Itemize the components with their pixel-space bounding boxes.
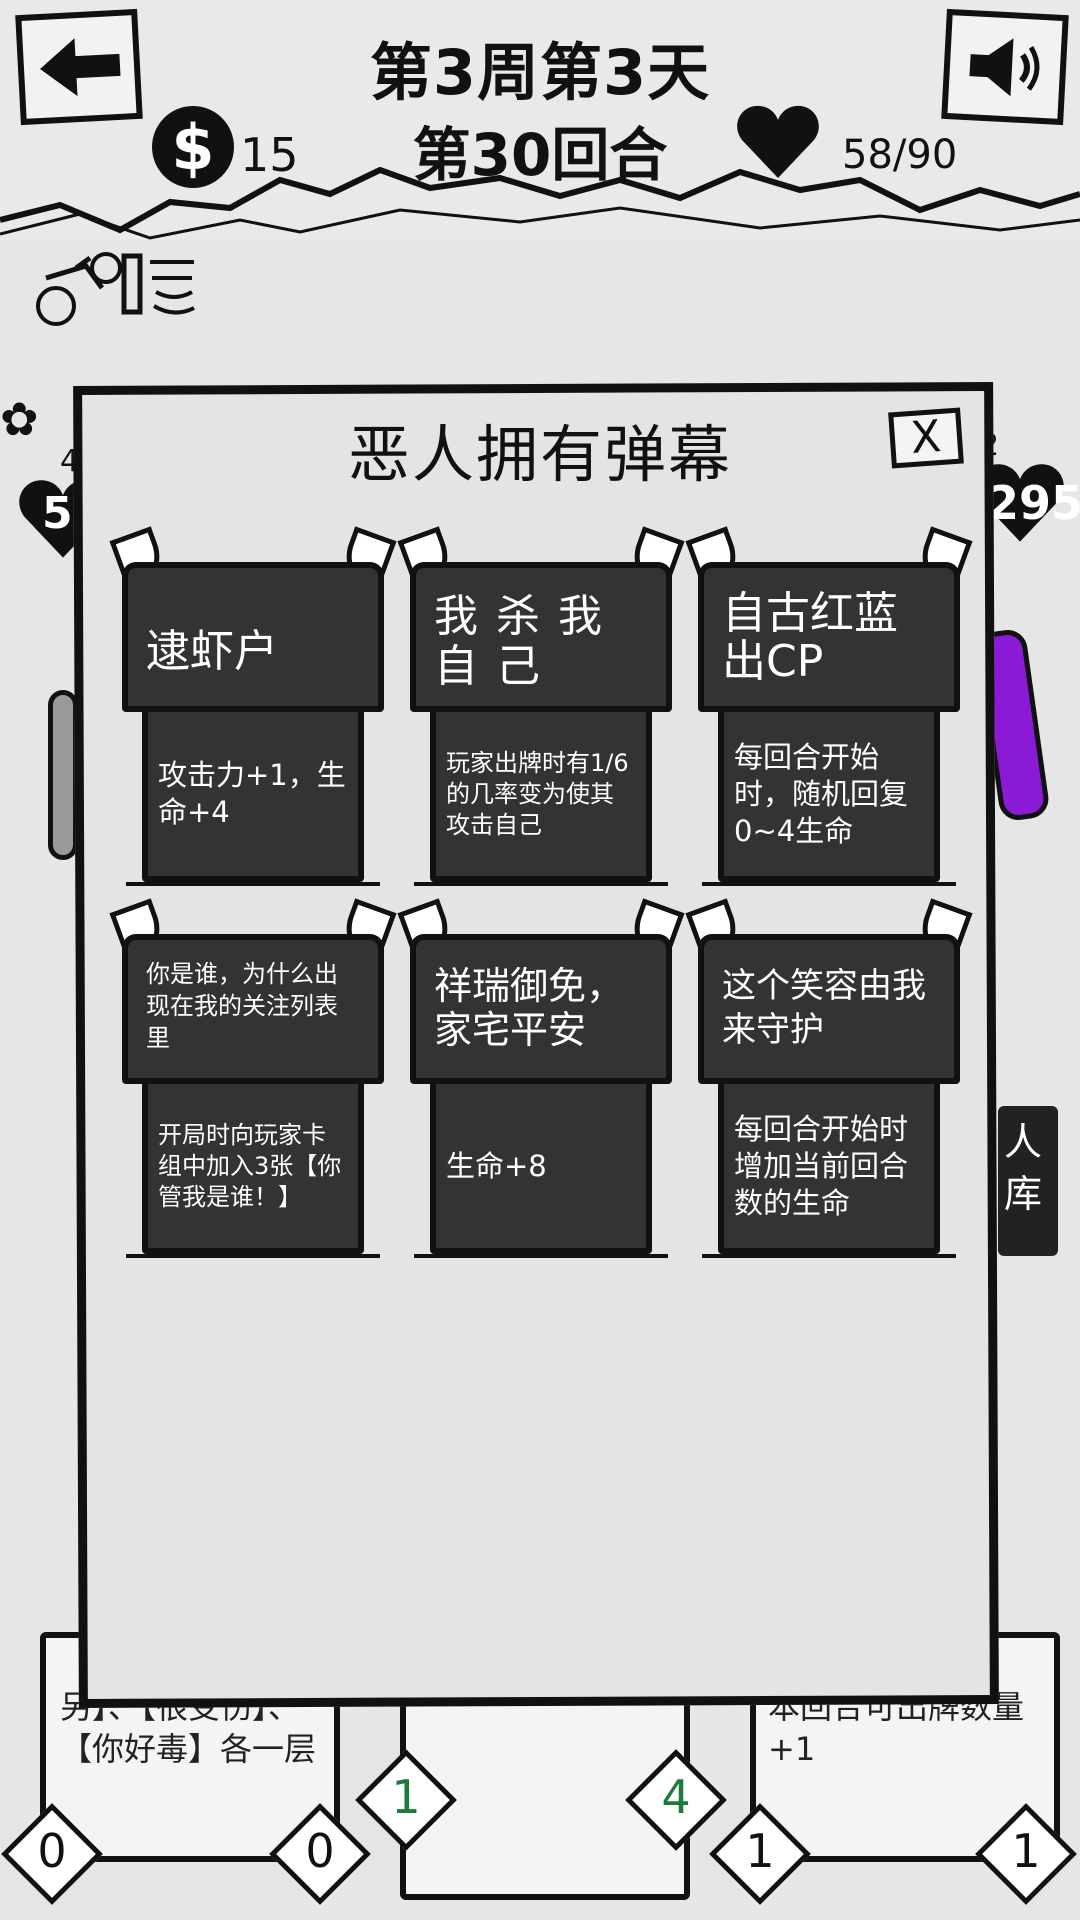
card-name: 我杀我自己: [434, 591, 620, 692]
heart-icon: [737, 105, 819, 178]
card-desc-box: 玩家出牌时有1/6的几率变为使其攻击自己: [430, 706, 652, 882]
card-desc-box: 每回合开始时增加当前回合数的生命: [718, 1078, 940, 1254]
card-base: [702, 878, 956, 886]
card-name: 这个笑容由我来守护: [722, 966, 926, 1050]
card-base: [414, 878, 668, 886]
barrage-card[interactable]: 逮虾户 攻击力+1，生命+4: [109, 526, 397, 892]
card-base: [702, 1250, 956, 1258]
back-button[interactable]: [15, 8, 143, 126]
card-name-box: 你是谁，为什么出现在我的关注列表里: [122, 934, 384, 1084]
card-name-box: 自古红蓝出CP: [698, 562, 960, 712]
enemy-emblem-icon: ✿: [0, 392, 39, 446]
card-desc-box: 攻击力+1，生命+4: [142, 706, 364, 882]
attack-value: 4: [661, 1770, 691, 1824]
barrage-card[interactable]: 你是谁，为什么出现在我的关注列表里 开局时向玩家卡组中加入3张【你管我是谁！】: [109, 898, 397, 1264]
player-arm: [48, 690, 78, 860]
card-desc: 每回合开始时增加当前回合数的生命: [734, 1111, 909, 1220]
card-desc: 生命+8: [446, 1148, 547, 1183]
card-desc: 玩家出牌时有1/6的几率变为使其攻击自己: [446, 748, 629, 839]
deck-button[interactable]: 人 库: [998, 1106, 1058, 1256]
enemy-hp-right: 295: [987, 476, 1080, 530]
card-base: [126, 1250, 380, 1258]
torn-paper-edge: [0, 166, 1080, 240]
card-name: 逮虾户: [146, 626, 278, 677]
card-desc: 开局时向玩家卡组中加入3张【你管我是谁！】: [158, 1120, 342, 1211]
cost-value: 1: [745, 1824, 775, 1878]
enemy-heart-icon-right: [976, 464, 1064, 542]
barrage-card[interactable]: 自古红蓝出CP 每回合开始时，随机回复0~4生命: [685, 526, 973, 892]
player-hp: 58/90: [842, 132, 958, 178]
card-base: [414, 1250, 668, 1258]
card-name-box: 祥瑞御免，家宅平安: [410, 934, 672, 1084]
card-name-box: 我杀我自己: [410, 562, 672, 712]
card-name-box: 这个笑容由我来守护: [698, 934, 960, 1084]
sound-button[interactable]: [941, 8, 1069, 126]
cost-value: 0: [37, 1824, 67, 1878]
card-desc: 攻击力+1，生命+4: [158, 758, 346, 829]
attack-value: 0: [305, 1824, 335, 1878]
card-name: 你是谁，为什么出现在我的关注列表里: [146, 960, 338, 1052]
card-name: 祥瑞御免，家宅平安: [434, 964, 625, 1052]
modal-title: 恶人拥有弹幕: [347, 418, 732, 491]
card-name-box: 逮虾户: [122, 562, 384, 712]
card-desc-box: 开局时向玩家卡组中加入3张【你管我是谁！】: [142, 1078, 364, 1254]
round-title: 第30回合: [412, 121, 668, 189]
card-base: [126, 878, 380, 886]
card-desc-box: 每回合开始时，随机回复0~4生命: [718, 706, 940, 882]
attack-value: 1: [1011, 1824, 1041, 1878]
card-desc-box: 生命+8: [430, 1078, 652, 1254]
card-name: 自古红蓝出CP: [722, 588, 898, 687]
doodle-icon: [36, 252, 195, 326]
barrage-card[interactable]: 祥瑞御免，家宅平安 生命+8: [397, 898, 685, 1264]
cost-value: 1: [391, 1770, 421, 1824]
card-desc: 每回合开始时，随机回复0~4生命: [734, 739, 909, 848]
barrage-card[interactable]: 我杀我自己 玩家出牌时有1/6的几率变为使其攻击自己: [397, 526, 685, 892]
close-button[interactable]: X: [888, 407, 964, 469]
speaker-icon: [969, 38, 1040, 97]
money-value: 15: [240, 128, 299, 182]
coin-icon: $: [152, 106, 234, 188]
barrage-card[interactable]: 这个笑容由我来守护 每回合开始时增加当前回合数的生命: [685, 898, 973, 1264]
arrow-left-icon: [40, 38, 121, 97]
week-day-title: 第3周第3天: [369, 36, 711, 109]
